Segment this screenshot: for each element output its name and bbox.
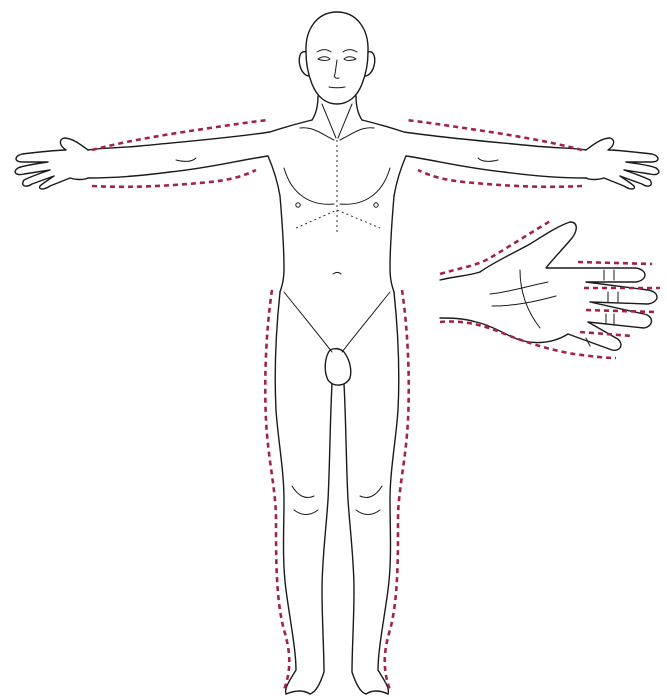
neck-muscles — [321, 103, 353, 139]
left-elbow-crease — [175, 157, 197, 162]
chest-left — [283, 167, 335, 205]
hand-top-marking — [439, 218, 553, 276]
hand-bottom-marking — [439, 320, 617, 360]
head-outline — [305, 11, 369, 105]
left-ear — [298, 51, 310, 77]
left-torso-contour — [279, 195, 285, 293]
left-eye — [317, 56, 331, 61]
neck-right — [355, 95, 363, 121]
right-arm-top-marking — [405, 118, 583, 152]
left-inguinal — [283, 291, 333, 353]
finger-joints — [585, 269, 619, 347]
left-brow — [316, 49, 332, 53]
right-hand — [585, 137, 660, 190]
right-foot — [365, 690, 389, 695]
genitals — [324, 347, 352, 386]
right-arm-bottom-marking — [417, 168, 583, 189]
navel — [332, 272, 342, 275]
left-leg-marking — [263, 289, 291, 691]
nose — [333, 59, 340, 79]
mouth — [328, 86, 346, 89]
right-leg-inner — [343, 383, 367, 695]
right-leg-outer — [377, 291, 400, 695]
palm-lines — [489, 269, 557, 329]
right-knee — [355, 485, 383, 515]
palm-hand-outline — [439, 221, 658, 351]
costal-margin — [295, 209, 381, 229]
right-leg-marking — [383, 289, 411, 691]
right-arm-upper-contour — [361, 119, 587, 151]
left-arm-bottom-marking — [91, 168, 257, 189]
left-hand — [14, 137, 89, 190]
left-foot — [285, 690, 311, 695]
left-knee — [291, 485, 319, 515]
right-brow — [342, 49, 358, 53]
left-arm-lower-contour — [87, 155, 281, 197]
right-inguinal — [341, 291, 391, 353]
dashed-markings — [91, 118, 660, 691]
right-arm-lower-contour — [393, 155, 587, 197]
human-body-front-icon — [14, 11, 660, 695]
left-arm-upper-contour — [87, 119, 313, 151]
right-elbow-crease — [477, 157, 499, 162]
left-leg-outer — [274, 291, 297, 695]
neck-left — [311, 95, 319, 121]
right-torso-contour — [389, 195, 395, 293]
open-hand-palm-icon — [439, 221, 658, 351]
right-ear — [364, 51, 376, 77]
right-nipple — [373, 202, 379, 208]
clavicles — [299, 127, 375, 141]
left-arm-top-marking — [91, 118, 269, 152]
left-nipple — [295, 202, 301, 208]
hand-finger-markings — [577, 260, 660, 338]
right-eye — [343, 56, 357, 61]
chest-right — [339, 167, 391, 205]
left-leg-inner — [309, 383, 333, 695]
